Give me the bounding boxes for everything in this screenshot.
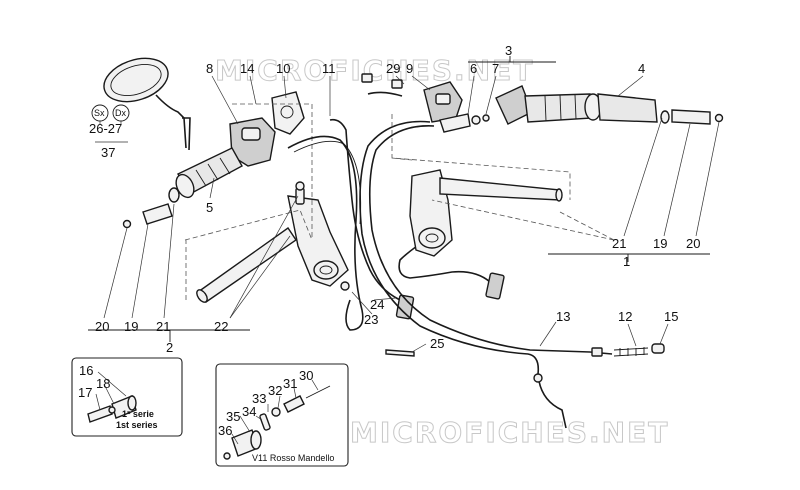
callout-21-right: 21 [612,236,626,251]
left-bar-end [122,187,180,229]
callout-24: 24 [370,297,384,312]
watermark-bottom: MICROFICHES.NET [350,416,669,449]
callout-7: 7 [492,61,499,76]
throttle-cables [359,120,591,429]
callout-14: 14 [240,61,254,76]
choke-cable [361,73,403,97]
callout-21-left: 21 [156,319,170,334]
inset-model-caption: V11 Rosso Mandello [252,453,334,463]
left-switch-assembly [229,91,305,167]
callout-19-left: 19 [124,319,138,334]
callout-29: 29 [386,61,400,76]
right-grip [524,93,658,123]
watermark-top: MICROFICHES.NET [215,54,534,87]
callout-5: 5 [206,200,213,215]
callout-20-right: 20 [686,236,700,251]
callout-25: 25 [430,336,444,351]
callout-33: 33 [252,391,266,406]
callout-26-27: 26-27 [89,121,122,136]
wiring-harness-left [329,118,415,320]
wiring-harness-right [398,235,505,300]
callout-17: 17 [78,385,92,400]
inset-v11-rosso-mandello [215,363,349,467]
callout-32: 32 [268,383,282,398]
callout-3: 3 [505,43,512,58]
callout-30: 30 [299,368,313,383]
leader-lines [103,75,720,353]
throttle-body [439,85,533,133]
right-switch-assembly [423,81,463,123]
left-grip [175,147,243,199]
callout-20-left: 20 [95,319,109,334]
callout-18: 18 [96,376,110,391]
pin-25 [385,349,415,357]
callout-10: 10 [276,61,290,76]
callout-1: 1 [623,254,630,269]
callout-31: 31 [283,376,297,391]
callout-4: 4 [638,61,645,76]
callout-22: 22 [214,319,228,334]
callout-11: 11 [322,61,336,76]
callout-34: 34 [242,404,256,419]
callout-8: 8 [206,61,213,76]
callout-35: 35 [226,409,240,424]
left-clip-on-handlebar [196,181,350,303]
throttle-cable-end [589,343,665,357]
inset-first-series [71,357,183,437]
callout-36: 36 [218,423,232,438]
right-bar-end [660,109,724,125]
mirror-sx-label: Sx [94,108,105,118]
callout-37: 37 [101,145,115,160]
callout-labels: 3 8 14 10 11 29 9 6 7 4 26-27 37 5 21 19… [78,43,700,438]
callout-23: 23 [364,312,378,327]
callout-19-right: 19 [653,236,667,251]
mirror-dx-label: Dx [115,108,126,118]
inset-series-line2: 1st series [116,420,158,430]
callout-9: 9 [406,61,413,76]
callout-15: 15 [664,309,678,324]
inset-series-line1: 1ª serie [122,409,154,419]
callout-13: 13 [556,309,570,324]
callout-16: 16 [79,363,93,378]
rear-view-mirror [103,57,191,151]
callout-12: 12 [618,309,632,324]
right-clip-on-handlebar [409,169,563,257]
callout-6: 6 [470,61,477,76]
callout-2: 2 [166,340,173,355]
